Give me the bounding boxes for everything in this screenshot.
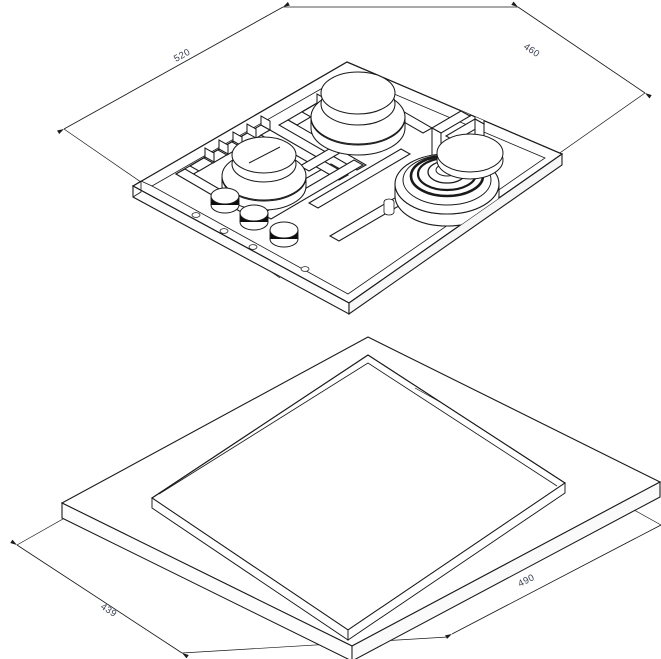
cutout-inner-wall-right — [347, 482, 566, 641]
boss-4 — [300, 266, 310, 272]
worktop-panel — [60, 336, 661, 659]
knob-3-face — [269, 221, 299, 239]
spark-plug-body — [383, 202, 395, 216]
worktop-top-face-with-cutout — [60, 336, 661, 647]
burner-rear-right-cap — [436, 133, 504, 173]
cooktop-assembly — [131, 61, 564, 316]
control-knobs — [210, 187, 299, 248]
knob-3[interactable] — [269, 221, 299, 248]
cooktop-front-right-skirt — [348, 152, 563, 316]
burner-left — [221, 136, 307, 211]
dimension-line-439 — [10, 539, 189, 659]
worktop-front-right-edge — [351, 481, 661, 659]
dimension-line-520 — [57, 1, 290, 135]
dimension-line-460 — [511, 1, 652, 99]
knob-1[interactable] — [210, 187, 240, 214]
cooktop-left-flange — [132, 180, 153, 198]
dimension-label-460: 460 — [521, 41, 541, 60]
dimension-label-520: 520 — [172, 47, 192, 65]
boss-1 — [191, 212, 201, 218]
dimension-witness-bottom — [181, 636, 449, 654]
knob-2-face — [239, 204, 269, 222]
cooktop-inner-rim — [151, 73, 546, 295]
worktop-corner-thickness — [61, 482, 661, 518]
cutout-far-lip-inner — [158, 362, 558, 495]
boss-2 — [219, 228, 229, 234]
dimension-label-439: 439 — [98, 601, 118, 620]
dimension-label-490: 490 — [516, 572, 536, 590]
burner-left-cap-slot — [248, 146, 281, 164]
cooktop-surface-details — [151, 71, 504, 303]
knob-2[interactable] — [239, 204, 269, 231]
boss-3 — [248, 244, 258, 250]
cutout-far-lip — [151, 354, 566, 499]
knob-1-face — [210, 187, 240, 205]
burner-rear-right — [436, 133, 504, 180]
dimension-line-490 — [445, 520, 661, 639]
worktop-front-left-edge — [61, 502, 353, 659]
ignition-bosses — [191, 198, 395, 272]
burner-rear-center — [310, 71, 406, 156]
burner-rear-center-cap-top — [320, 71, 396, 115]
